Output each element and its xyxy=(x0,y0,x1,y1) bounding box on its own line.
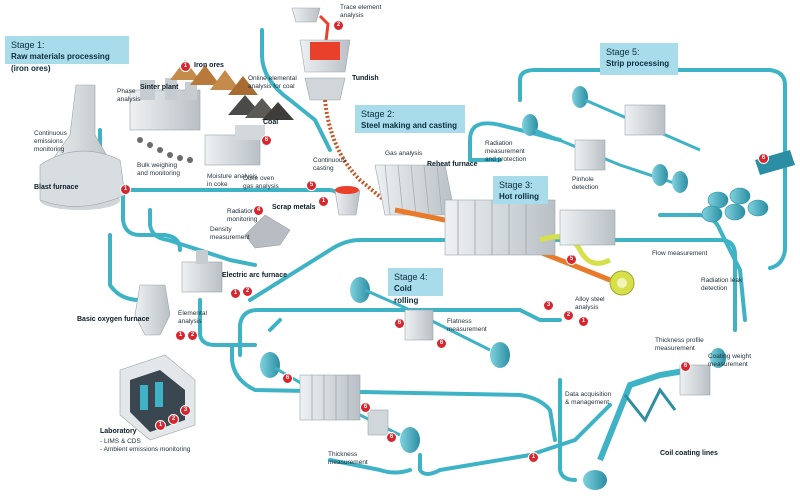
badge-5-casting: 5 xyxy=(306,180,317,191)
badge-5-hot: 5 xyxy=(566,254,577,265)
badge-2-trace: 2 xyxy=(333,20,344,31)
badge-6-cold: 6 xyxy=(394,318,405,329)
stage3-box: Stage 3: Hot rolling xyxy=(493,176,548,204)
badge-3-lab: 3 xyxy=(180,405,191,416)
label-reheat-furnace: Reheat furnace xyxy=(427,161,478,168)
badge-6-coating: 6 xyxy=(680,361,691,372)
stage4-box: Stage 4: Cold rolling xyxy=(388,268,443,305)
badge-6-thickness2: 6 xyxy=(386,432,397,443)
stage2-title: Steel making and casting xyxy=(361,121,458,130)
label-lab-item1: - LIMS & CDS xyxy=(100,438,141,445)
label-sinter-plant: Sinter plant xyxy=(140,84,179,91)
label-blast-furnace: Blast furnace xyxy=(34,184,79,191)
badge-1-alloy: 1 xyxy=(578,316,589,327)
label-phase-analysis: Phase analysis xyxy=(117,88,141,103)
label-coal: Coal xyxy=(263,119,279,126)
badge-1-blast: 1 xyxy=(120,184,131,195)
pipelines xyxy=(98,28,787,482)
stage5-box: Stage 5: Strip processing xyxy=(600,43,678,75)
label-tundish: Tundish xyxy=(352,75,379,82)
label-lab-item2: - Ambient emissions monitoring xyxy=(100,446,191,453)
badge-4-scrap: 4 xyxy=(253,205,264,216)
label-iron-ores: Iron ores xyxy=(194,62,224,69)
label-coke-oven: Coke oven gas analysis xyxy=(243,175,279,190)
label-density-measurement: Density measurement xyxy=(210,226,250,241)
coil-coating-line xyxy=(583,348,726,490)
badge-1-eaf: 1 xyxy=(230,288,241,299)
label-online-analysis: Online elemental analysis for coal xyxy=(248,75,297,90)
badge-1-iron-ores: 1 xyxy=(180,61,191,72)
label-elemental-analysis: Elemental analysis xyxy=(178,310,207,325)
label-thickness-measurement: Thickness measurement xyxy=(328,451,368,466)
label-pinhole: Pinhole detection xyxy=(572,176,599,191)
label-moisture-analysis: Moisture analysis in coke xyxy=(207,173,258,188)
label-flow-measurement: Flow measurement xyxy=(652,250,708,257)
label-bulk-weighing: Bulk weighing and monitoring xyxy=(137,162,180,177)
stage5-number: Stage 5: xyxy=(606,47,640,57)
stage4-number: Stage 4: xyxy=(394,272,428,282)
label-thickness-profile: Thickness profile measurement xyxy=(655,337,704,352)
stage2-box: Stage 2: Steel making and casting xyxy=(355,105,465,133)
badge-1-lab: 1 xyxy=(155,420,166,431)
finished-coils xyxy=(701,187,769,223)
electric-arc-furnace-unit xyxy=(181,250,223,293)
label-data-acquisition: Data acquisition & management xyxy=(565,391,612,406)
badge-6-coal: 6 xyxy=(261,135,272,146)
badge-1-bof: 1 xyxy=(175,330,186,341)
scrap-metal-pile xyxy=(244,214,291,249)
label-radiation-measurement: Radiation measurement and protection xyxy=(485,140,527,163)
stage4-title: Cold rolling xyxy=(394,284,419,305)
badge-2-alloy: 2 xyxy=(563,310,574,321)
label-coil-coating: Coil coating lines xyxy=(660,450,718,457)
badge-6-flatness: 6 xyxy=(436,338,447,349)
label-basic-oxygen: Basic oxygen furnace xyxy=(77,316,150,323)
label-continuous-emissions: Continuous emissions monitoring xyxy=(34,130,67,153)
badge-3-alloy: 3 xyxy=(543,300,554,311)
stage5-title: Strip processing xyxy=(606,59,670,68)
stage3-number: Stage 3: xyxy=(499,180,533,190)
label-coating-weight: Coating weight measurement xyxy=(708,353,751,368)
stage2-number: Stage 2: xyxy=(361,109,395,119)
blast-furnace xyxy=(39,84,126,210)
label-continuous-casting: Continuous casting xyxy=(313,157,346,172)
scrap-bucket xyxy=(334,186,361,216)
badge-2-eaf: 2 xyxy=(242,286,253,297)
label-radiation-leak: Radiation leak detection xyxy=(701,277,743,292)
badge-2-bof: 2 xyxy=(187,330,198,341)
badge-1-casting: 1 xyxy=(318,196,329,207)
badge-1-data: 1 xyxy=(528,452,539,463)
stage1-box: Stage 1: Raw materials processing (iron … xyxy=(5,36,129,73)
coke-ovens xyxy=(204,125,265,166)
reheat-furnace-unit xyxy=(374,164,456,216)
cold-rolling-mill xyxy=(260,277,510,453)
label-laboratory: Laboratory xyxy=(100,428,137,435)
label-gas-analysis: Gas analysis xyxy=(385,150,423,157)
stage3-title: Hot rolling xyxy=(499,192,539,201)
label-alloy-steel: Alloy steel analysis xyxy=(575,296,605,311)
stage1-number: Stage 1: xyxy=(11,40,45,50)
strip-processing-line xyxy=(522,86,795,193)
badge-6-cold2: 6 xyxy=(282,373,293,384)
label-scrap-metals: Scrap metals xyxy=(272,204,316,211)
conveyor-pellets xyxy=(137,137,193,163)
label-flatness: Flatness measurement xyxy=(447,318,487,333)
label-electric-arc: Electric arc furnace xyxy=(222,272,287,279)
badge-6-thickness: 6 xyxy=(360,402,371,413)
badge-6-strip: 6 xyxy=(758,153,769,164)
sinter-plant xyxy=(129,78,201,131)
hot-rolling-mill xyxy=(394,199,635,296)
coal-piles xyxy=(228,95,294,120)
badge-2-lab: 2 xyxy=(168,414,179,425)
tundish-vessel xyxy=(299,39,351,101)
stage1-title: Raw materials processing (iron ores) xyxy=(11,52,110,73)
label-trace-element: Trace element analysis xyxy=(340,4,382,19)
basic-oxygen-furnace-unit xyxy=(134,284,171,336)
label-radiation-monitoring: Radiation monitoring xyxy=(227,208,258,223)
